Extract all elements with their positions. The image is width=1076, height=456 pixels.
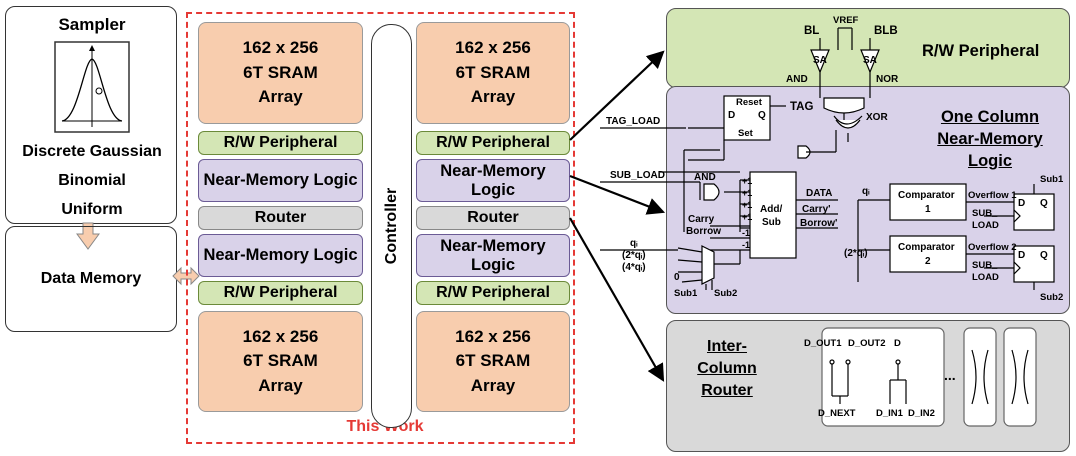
router-panel-title-line3: Router (701, 382, 753, 399)
label-dff-q: Q (758, 110, 766, 121)
label-sub-load-1a: SUB_ (972, 208, 998, 219)
label-sub2-mux: Sub2 (714, 288, 737, 299)
sampler-distributions: Discrete Gaussian Binomial Uniform (6, 137, 178, 224)
label-dff-d: D (728, 110, 735, 121)
router-right: Router (416, 206, 570, 230)
label-qi-comp: qᵢ (862, 186, 870, 197)
logic-panel-title: One Column Near-Memory Logic (920, 106, 1060, 172)
label-plus1-c: +1 (742, 200, 752, 210)
label-d-in1: D_IN1 (876, 408, 904, 419)
label-comparator-1: Comparator (898, 190, 955, 201)
label-add-sub-2: Sub (762, 217, 781, 228)
near-memory-logic-top-left: Near-Memory Logic (198, 159, 363, 202)
label-sub1-out: Sub1 (1040, 174, 1064, 185)
distribution-uniform: Uniform (61, 201, 123, 218)
near-memory-logic-bottom-left: Near-Memory Logic (198, 234, 363, 277)
label-d-next: D_NEXT (818, 408, 856, 419)
rw-peripheral-panel (666, 8, 1070, 88)
router-panel-title-line2: Column (697, 360, 757, 377)
sampler-to-memory-arrow (76, 222, 100, 250)
distribution-gaussian: Discrete Gaussian (22, 143, 162, 160)
label-bl: BL (804, 25, 819, 37)
label-qi: qᵢ (630, 238, 638, 249)
near-memory-logic-bottom-right: Near-Memory Logic (416, 234, 570, 277)
label-add-sub-1: Add/ (760, 204, 782, 215)
label-blb: BLB (874, 25, 898, 37)
rw-panel-title: R/W Peripheral (922, 42, 1040, 60)
label-carry-out: Carry' (802, 204, 831, 215)
sampler-title: Sampler (58, 15, 126, 34)
router-left: Router (198, 206, 363, 230)
label-reset: Reset (736, 97, 763, 108)
label-dff1-d: D (1018, 198, 1025, 209)
distribution-binomial: Binomial (58, 172, 126, 189)
label-overflow-1: Overflow 1 (968, 190, 1017, 201)
label-d-out1: D_OUT1 (804, 338, 842, 349)
gaussian-curve-icon (54, 41, 130, 133)
controller-label: Controller (383, 187, 400, 265)
label-minus1-a: -1 (742, 228, 750, 238)
label-2qi-comp: (2*qᵢ) (844, 248, 868, 259)
label-d-in2: D_IN2 (908, 408, 935, 419)
label-sa-right: SA (863, 55, 877, 66)
this-work-boundary (186, 12, 575, 444)
rw-peripheral-bottom-right: R/W Peripheral (416, 281, 570, 305)
label-overflow-2: Overflow 2 (968, 242, 1017, 253)
label-plus1-b: +1 (742, 188, 752, 198)
label-4qi: (4*qᵢ) (622, 262, 646, 273)
label-sub-load: SUB_LOAD (610, 170, 665, 181)
logic-panel-title-line1: One Column (940, 108, 1040, 126)
label-borrow: Borrow (686, 226, 721, 237)
label-comparator-1-num: 1 (925, 204, 931, 215)
rw-peripheral-top-left: R/W Peripheral (198, 131, 363, 155)
label-d-router: D (894, 338, 901, 349)
circuit-schematic: BL BLB VREF SA SA AND NOR Reset D Q Set … (600, 15, 1064, 427)
router-panel-title: Inter- Column Router (682, 336, 772, 402)
label-borrow-out: Borrow' (800, 218, 837, 229)
label-sub-load-1b: LOAD (972, 220, 999, 231)
label-sub2-out: Sub2 (1040, 292, 1063, 303)
label-set: Set (738, 128, 754, 139)
label-nor: NOR (876, 74, 899, 85)
label-vref: VREF (833, 15, 859, 26)
label-dff2-q: Q (1040, 250, 1048, 261)
logic-panel-title-line2: Near-Memory Logic (937, 130, 1043, 170)
label-comparator-2: Comparator (898, 242, 955, 253)
near-memory-logic-top-right: Near-Memory Logic (416, 159, 570, 202)
rw-peripheral-top-right: R/W Peripheral (416, 131, 570, 155)
label-zero: 0 (674, 272, 680, 283)
label-plus1-a: +1 (742, 176, 752, 186)
router-panel-title-line1: Inter- (707, 338, 747, 355)
data-memory-block: Data Memory (5, 226, 177, 332)
label-tag: TAG (790, 101, 813, 113)
zoom-connector-arrows (569, 50, 666, 382)
label-comparator-2-num: 2 (925, 256, 931, 267)
label-sub1-mux: Sub1 (674, 288, 698, 299)
label-and-logic: AND (694, 172, 716, 183)
sampler-block: Sampler Discrete Gaussian Binomial Unifo… (5, 6, 177, 224)
label-2qi: (2*qᵢ) (622, 250, 646, 261)
label-sub-load-2a: SUB_ (972, 260, 998, 271)
controller-block: Controller (371, 24, 412, 428)
label-sub-load-2b: LOAD (972, 272, 999, 283)
label-dff2-d: D (1018, 250, 1025, 261)
rw-peripheral-bottom-left: R/W Peripheral (198, 281, 363, 305)
data-memory-label: Data Memory (40, 270, 142, 287)
label-carry: Carry (688, 214, 715, 225)
label-dff1-q: Q (1040, 198, 1048, 209)
label-sa-left: SA (813, 55, 827, 66)
label-and-rw: AND (786, 74, 808, 85)
label-ellipsis: ... (944, 367, 956, 383)
label-plus1-d: +1 (742, 212, 752, 222)
label-d-out2: D_OUT2 (848, 338, 885, 349)
label-xor: XOR (866, 112, 888, 123)
label-tag-load: TAG_LOAD (606, 116, 660, 127)
label-data: DATA (806, 188, 832, 199)
label-minus1-b: -1 (742, 240, 750, 250)
